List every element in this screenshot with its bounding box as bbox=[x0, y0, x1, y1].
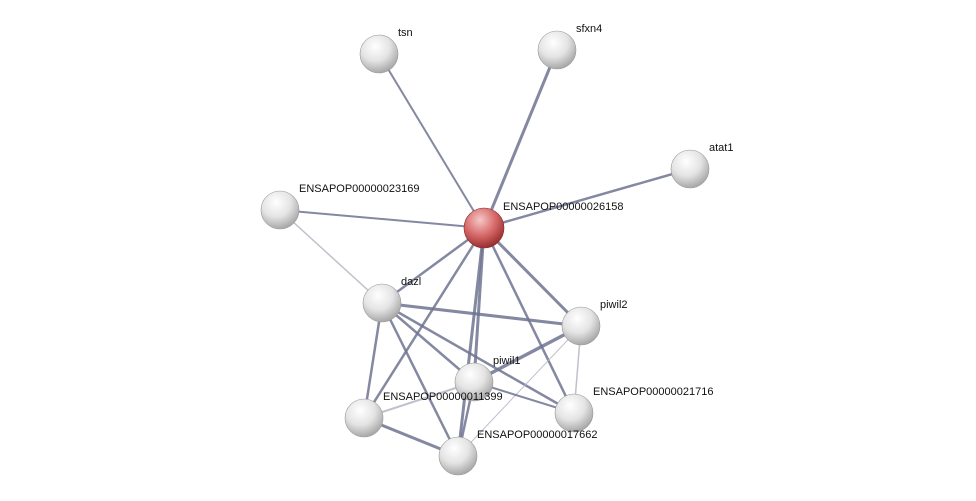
edge-dazl-n17662[interactable] bbox=[380, 302, 460, 457]
node-circle-dazl[interactable] bbox=[362, 283, 402, 323]
node-label: piwil2 bbox=[600, 299, 628, 311]
edge-dazl-piwil1[interactable] bbox=[381, 302, 475, 383]
edge-n26158-atat1[interactable] bbox=[483, 167, 691, 230]
edge-dazl-n21716[interactable] bbox=[381, 301, 575, 415]
node-circle-n11399[interactable] bbox=[344, 398, 384, 438]
node-label: ENSAPOP00000017662 bbox=[477, 429, 597, 441]
node-circle-atat1[interactable] bbox=[670, 149, 710, 189]
edge-dazl-n11399[interactable] bbox=[362, 302, 384, 419]
node-label: ENSAPOP00000026158 bbox=[503, 201, 623, 213]
edge-n26158-tsn[interactable] bbox=[378, 53, 485, 229]
node-circle-tsn[interactable] bbox=[359, 34, 399, 74]
edge-n26158-piwil2[interactable] bbox=[482, 226, 583, 328]
node-circle-piwil1[interactable] bbox=[454, 362, 494, 402]
node-label: tsn bbox=[398, 27, 413, 39]
node-circle-n26158[interactable] bbox=[463, 207, 505, 249]
edge-n23169-dazl[interactable] bbox=[279, 209, 383, 304]
edge-n26158-n23169[interactable] bbox=[279, 209, 485, 229]
node-label: ENSAPOP00000021716 bbox=[593, 386, 713, 398]
node-circle-n17662[interactable] bbox=[438, 436, 478, 476]
node-circle-sfxn4[interactable] bbox=[537, 30, 577, 70]
edge-n26158-sfxn4[interactable] bbox=[482, 49, 559, 229]
nodes-layer bbox=[260, 30, 710, 476]
node-label: ENSAPOP00000023169 bbox=[299, 183, 419, 195]
labels-layer: tsn sfxn4 atat1ENSAPOP00000023169ENSAPOP00… bbox=[299, 23, 733, 441]
edge-piwil2-piwil1[interactable] bbox=[473, 324, 582, 384]
edge-n26158-n11399[interactable] bbox=[362, 227, 486, 419]
node-label: atat1 bbox=[709, 142, 733, 154]
node-label: ENSAPOP00000011399 bbox=[383, 391, 503, 403]
edge-n26158-dazl[interactable] bbox=[381, 226, 485, 305]
node-circle-n21716[interactable] bbox=[554, 393, 594, 433]
node-label: piwil1 bbox=[493, 355, 521, 367]
node-label: dazl bbox=[401, 276, 421, 288]
node-label: sfxn4 bbox=[576, 23, 602, 35]
edge-dazl-piwil2[interactable] bbox=[381, 301, 582, 328]
node-circle-piwil2[interactable] bbox=[561, 306, 601, 346]
edge-piwil2-n17662[interactable] bbox=[457, 325, 582, 457]
node-circle-n23169[interactable] bbox=[260, 190, 300, 230]
edge-n26158-n17662[interactable] bbox=[456, 227, 486, 457]
